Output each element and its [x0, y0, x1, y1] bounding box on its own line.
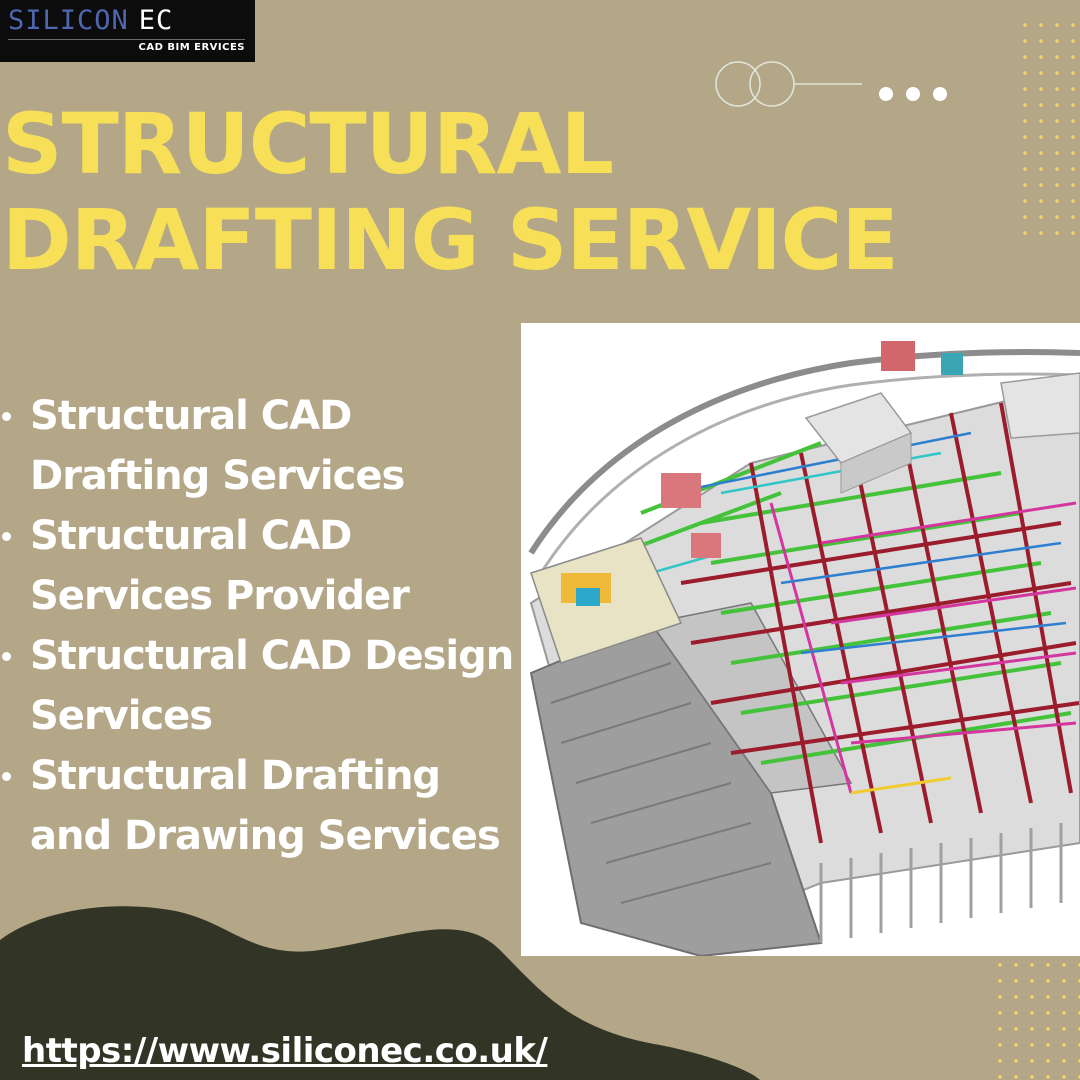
dot-grid-bottom-icon: [995, 960, 1080, 1080]
brand-name: SILICON EC: [8, 6, 245, 36]
dot-icon: [879, 87, 893, 101]
list-item: Structural CAD Drafting Services: [0, 386, 520, 506]
dot-icon: [906, 87, 920, 101]
title-line-1: STRUCTURAL: [2, 95, 614, 193]
structural-model-image: [521, 323, 1080, 956]
bullet-icon: [2, 412, 11, 421]
structural-3d-cad-model-icon: [528, 341, 1080, 956]
logo-divider: [8, 39, 245, 40]
list-item: Structural CAD Design Services: [0, 626, 520, 746]
dot-grid-top-icon: [1020, 20, 1080, 240]
website-link[interactable]: https://www.siliconec.co.uk/: [22, 1031, 548, 1071]
services-list: Structural CAD Drafting Services Structu…: [0, 386, 520, 866]
page-title: STRUCTURAL DRAFTING SERVICE: [2, 96, 1002, 288]
brand-name-ec: EC: [138, 5, 174, 36]
bullet-icon: [2, 772, 11, 781]
dot-icon: [933, 87, 947, 101]
blob-shape: [0, 906, 760, 1080]
rings-decoration-icon: [715, 61, 947, 107]
title-line-2: DRAFTING SERVICE: [2, 191, 899, 289]
list-item: Structural Drafting and Drawing Services: [0, 746, 520, 866]
brand-tagline: CAD BIM ERVICES: [138, 42, 245, 53]
brand-name-silicon: SILICON: [8, 5, 129, 36]
brand-logo: SILICON EC CAD BIM ERVICES: [0, 0, 255, 62]
list-item: Structural CAD Services Provider: [0, 506, 520, 626]
bullet-icon: [2, 652, 11, 661]
bullet-icon: [2, 532, 11, 541]
